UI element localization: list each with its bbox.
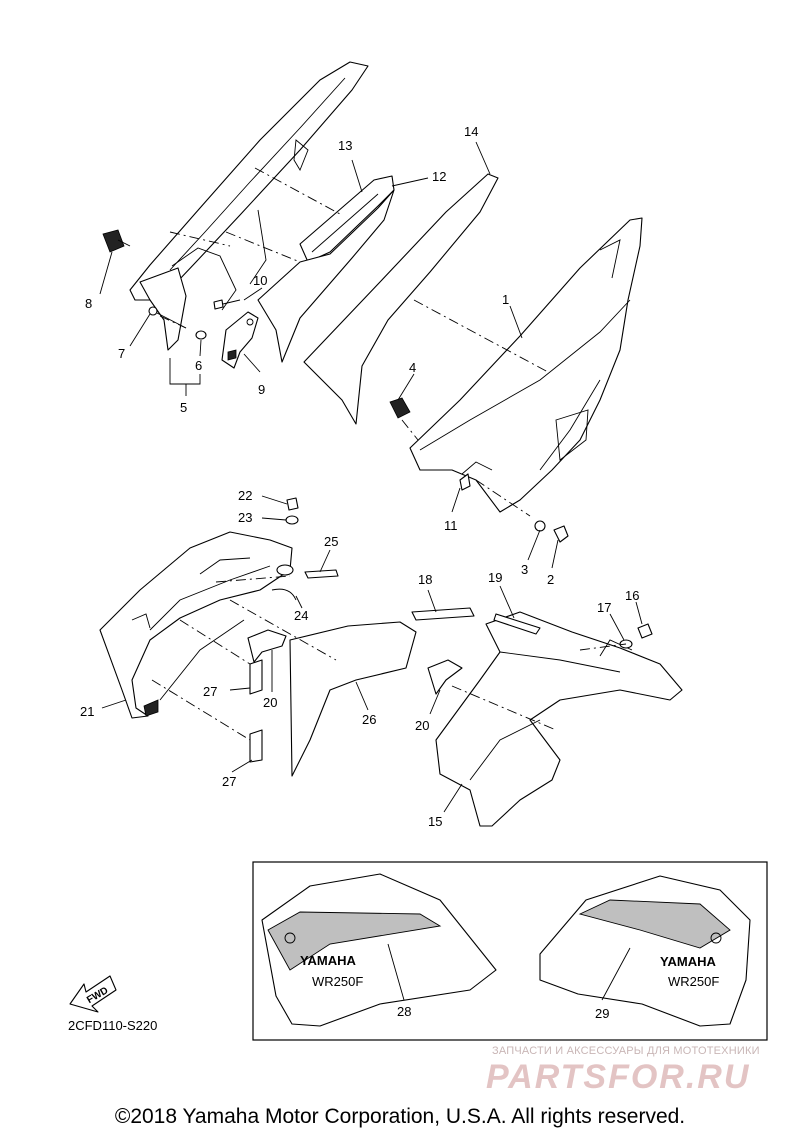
copyright-notice: ©2018 Yamaha Motor Corporation, U.S.A. A… [114, 1105, 686, 1128]
callout-24: 24 [294, 608, 308, 623]
side-cover-1 [409, 217, 643, 513]
callout-20b: 20 [415, 718, 429, 733]
callout-9: 9 [258, 382, 265, 397]
callout-23: 23 [238, 510, 252, 525]
decal-29-brand: YAMAHA [660, 954, 716, 969]
callout-27a: 27 [203, 684, 217, 699]
clip-4 [389, 397, 411, 419]
fwd-arrow-icon: FWD [69, 975, 117, 1013]
callout-18: 18 [418, 572, 432, 587]
washer-6 [195, 330, 207, 340]
washer-23 [285, 515, 299, 525]
bracket-20b [427, 659, 463, 695]
exploded-view-drawing: YAMAHA WR250F YAMAHA WR250F FWD [69, 61, 768, 1041]
clip-8 [102, 229, 131, 253]
pad-27b [249, 729, 263, 763]
callout-7: 7 [118, 346, 125, 361]
callout-25: 25 [324, 534, 338, 549]
watermark-tagline: ЗАПЧАСТИ И АКСЕССУАРЫ ДЛЯ МОТОТЕХНИКИ [492, 1045, 760, 1057]
panel-12 [257, 189, 395, 363]
callout-28: 28 [397, 1004, 411, 1019]
screw-16 [637, 623, 653, 639]
callout-5: 5 [180, 400, 187, 415]
callout-4: 4 [409, 360, 416, 375]
callout-12: 12 [432, 169, 446, 184]
callout-19: 19 [488, 570, 502, 585]
washer-3 [534, 520, 546, 532]
callout-20a: 20 [263, 695, 277, 710]
callout-17: 17 [597, 600, 611, 615]
callout-15: 15 [428, 814, 442, 829]
strip-19 [493, 613, 541, 635]
screw-22 [286, 497, 299, 511]
fwd-label: FWD [85, 985, 110, 1006]
bracket-20a [247, 629, 287, 663]
pad-27a [249, 659, 263, 695]
screw-2 [553, 525, 569, 543]
callout-14: 14 [464, 124, 478, 139]
bracket-9 [221, 311, 259, 369]
callout-2: 2 [547, 572, 554, 587]
panel-26 [289, 621, 417, 777]
callout-10: 10 [253, 273, 267, 288]
callout-6: 6 [195, 358, 202, 373]
callout-26: 26 [362, 712, 376, 727]
decal-28-brand: YAMAHA [300, 953, 356, 968]
cover-15 [435, 611, 683, 827]
grommet-11 [459, 473, 471, 491]
callout-numbers: 1 2 3 4 5 6 7 8 9 10 11 12 13 14 15 16 1… [80, 124, 639, 1021]
callout-11: 11 [444, 518, 458, 533]
callout-16: 16 [625, 588, 639, 603]
callout-1: 1 [502, 292, 509, 307]
watermark-logo: PARTSFOR.RU [486, 1058, 751, 1096]
decal-29-model: WR250F [668, 974, 719, 989]
upper-rail-assembly [129, 61, 369, 351]
alignment-lines [151, 167, 627, 741]
strip-18 [411, 607, 475, 621]
diagram-code: 2CFD110-S220 [68, 1018, 158, 1033]
bolt-10 [213, 299, 241, 310]
decal-28-model: WR250F [312, 974, 363, 989]
callout-13: 13 [338, 138, 352, 153]
callout-21: 21 [80, 704, 94, 719]
callout-8: 8 [85, 296, 92, 311]
cover-21 [99, 531, 293, 719]
decal-box: YAMAHA WR250F YAMAHA WR250F [252, 861, 768, 1041]
panel-14 [303, 173, 499, 425]
strip-25 [304, 569, 339, 579]
leader-lines [99, 141, 643, 1001]
callout-29: 29 [595, 1006, 609, 1021]
callout-22: 22 [238, 488, 252, 503]
callout-3: 3 [521, 562, 528, 577]
callout-27b: 27 [222, 774, 236, 789]
grommet-24 [271, 564, 297, 601]
